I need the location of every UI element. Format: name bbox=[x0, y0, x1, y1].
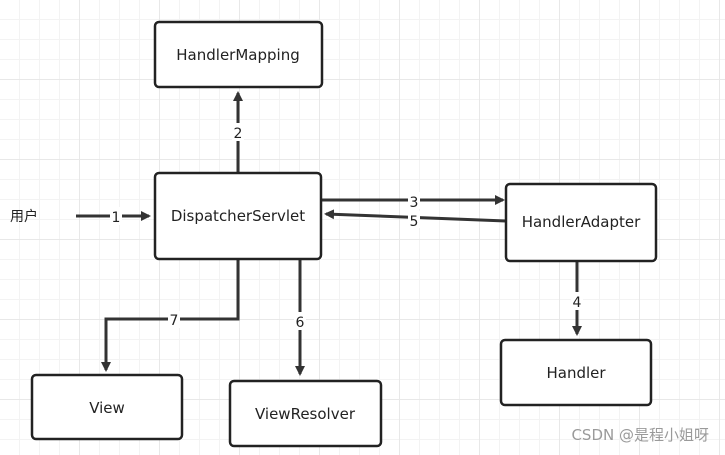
edge-label-6: 6 bbox=[296, 315, 305, 331]
node-label-dispatcher-servlet: DispatcherServlet bbox=[171, 207, 305, 225]
edge-label-1: 1 bbox=[112, 210, 121, 226]
node-handler: Handler bbox=[499, 338, 653, 407]
node-view-resolver: ViewResolver bbox=[228, 379, 383, 448]
node-label-view: View bbox=[89, 399, 125, 417]
watermark: CSDN @是程小姐呀 bbox=[571, 426, 709, 444]
node-label-handler: Handler bbox=[546, 364, 606, 382]
node-label-handler-adapter: HandlerAdapter bbox=[522, 213, 641, 231]
user-label: 用户 bbox=[10, 208, 38, 225]
node-label-handler-mapping: HandlerMapping bbox=[176, 46, 299, 64]
edge-label-3: 3 bbox=[410, 195, 419, 211]
edge-label-7: 7 bbox=[170, 313, 179, 329]
node-view: View bbox=[30, 373, 184, 441]
edge-label-4: 4 bbox=[573, 295, 582, 311]
node-label-view-resolver: ViewResolver bbox=[255, 405, 356, 423]
edge-label-5: 5 bbox=[410, 214, 419, 230]
node-dispatcher-servlet: DispatcherServlet bbox=[153, 171, 323, 261]
node-handler-adapter: HandlerAdapter bbox=[504, 182, 658, 263]
edge-label-2: 2 bbox=[234, 126, 243, 142]
node-handler-mapping: HandlerMapping bbox=[153, 20, 324, 89]
